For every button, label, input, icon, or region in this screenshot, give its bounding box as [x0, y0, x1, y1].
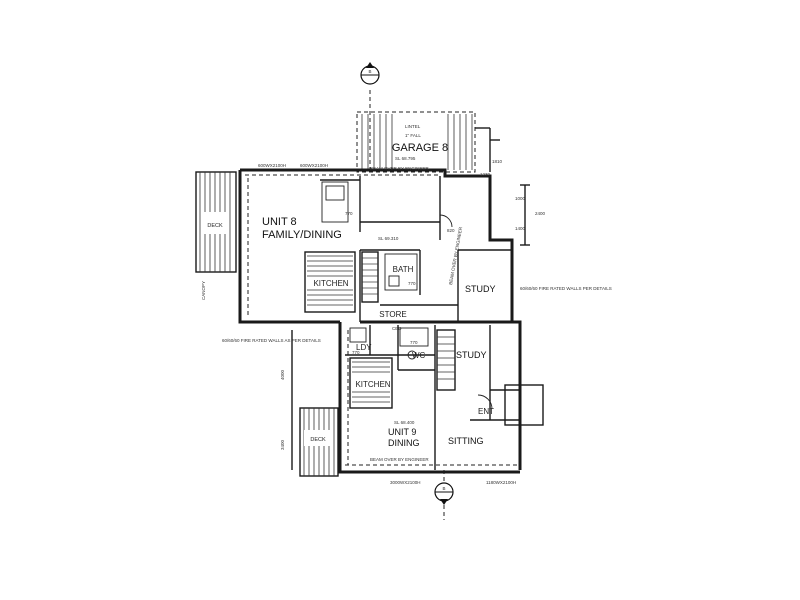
beam-note-2: BEAM OVER BY ENGINEER — [448, 226, 463, 285]
room-label-store: STORE — [379, 310, 406, 319]
room-label-family-dining: FAMILY/DINING — [262, 229, 342, 241]
stair-lower — [436, 329, 456, 391]
lintel-note: LINTEL — [405, 124, 421, 129]
room-label-ent: ENT — [478, 407, 494, 416]
dimension-1000: 1000 — [515, 196, 526, 201]
section-marker-label: B — [442, 486, 445, 491]
dimension-820: 820 — [447, 228, 455, 233]
dimension-1400: 1400 — [515, 226, 526, 231]
window-size-bottom: 3000WX2100H — [390, 480, 421, 485]
bath-room: BATH — [384, 253, 418, 291]
canopy-note: CANOPY — [201, 281, 206, 300]
room-label-deck-lower: DECK — [310, 437, 326, 443]
room-label-deck-upper: DECK — [207, 223, 223, 229]
unit-9-walls — [338, 320, 544, 474]
floor-level-unit-9: SL 68.400 — [394, 420, 415, 425]
dimension-1810: 1810 — [492, 159, 503, 164]
section-marker-top: B — [360, 62, 380, 85]
room-label-unit-9: UNIT 9 — [388, 427, 416, 437]
fall-note: 1" FALL — [405, 133, 421, 138]
garage-area: LINTEL 1" FALL GARAGE 8 SL 68.795 1810 — [356, 111, 503, 173]
dimension-770: 770 — [352, 350, 360, 355]
floor-level-garage: SL 68.795 — [395, 156, 416, 161]
room-label-sitting: SITTING — [448, 436, 484, 446]
section-marker-label: B — [368, 69, 371, 74]
room-label-bath: BATH — [393, 265, 414, 274]
beam-note-3: BEAM OVER BY ENGINEER — [370, 457, 429, 462]
window-size-top-1: 600WX2100H — [258, 163, 286, 168]
dimension-1230: 1230 — [480, 172, 491, 177]
stair-upper — [361, 251, 379, 303]
room-label-ldy: LDY — [356, 343, 372, 352]
dimension-3400: 3400 — [280, 439, 285, 450]
room-label-kitchen-upper: KITCHEN — [313, 279, 348, 288]
room-label-kitchen-lower: KITCHEN — [355, 380, 390, 389]
section-marker-bottom: B — [434, 482, 454, 505]
window-size-bottom-2: 1180WX2100H — [486, 480, 516, 485]
room-label-study-lower: STUDY — [456, 350, 487, 360]
room-label-dining: DINING — [388, 438, 420, 448]
dimension-4000: 4000 — [280, 369, 285, 380]
deck-lower: DECK — [299, 407, 339, 477]
kitchen-lower: KITCHEN — [349, 357, 393, 409]
floor-level-unit-8: SL 69.310 — [378, 236, 399, 241]
dimension-770: 770 — [408, 281, 416, 286]
fire-rated-note-right: 60/60/60 FIRE RATED WALLS PER DETAILS — [520, 286, 612, 291]
unit-8-walls — [238, 168, 514, 324]
room-label-study-upper: STUDY — [465, 284, 496, 294]
room-label-unit-8: UNIT 8 — [262, 216, 297, 228]
window-size-top-2: 600WX2100H — [300, 163, 328, 168]
beam-note-1: BEAM OVER BY ENGINEER — [370, 166, 429, 171]
dimension-770: 770 — [410, 340, 418, 345]
dimension-770: 770 — [345, 211, 353, 216]
room-label-wc: WC — [412, 351, 426, 360]
cbd-note: CBD — [392, 326, 402, 331]
fire-rated-note-left: 60/60/60 FIRE RATED WALLS AS PER DETAILS — [222, 338, 321, 343]
garage-hatch — [361, 114, 473, 170]
deck-upper: DECK CANOPY — [195, 171, 237, 300]
room-label-garage: GARAGE 8 — [392, 142, 448, 154]
dimension-2400: 2400 — [535, 211, 546, 216]
kitchen-upper: KITCHEN — [304, 251, 356, 313]
